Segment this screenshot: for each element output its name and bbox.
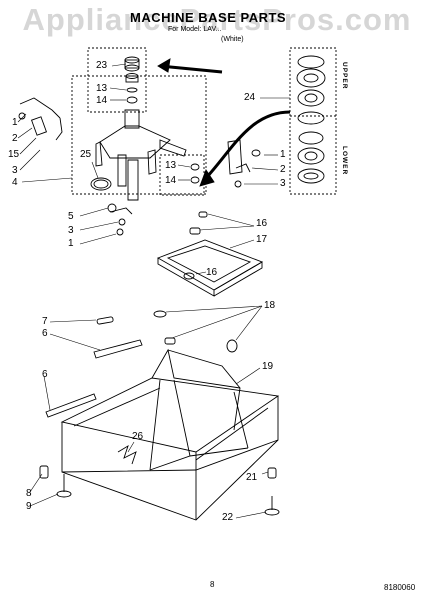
callout-3-lower: 3 [68,225,74,236]
page-number: 8 [210,580,215,589]
callout-15: 15 [8,149,20,160]
callout-6: 6 [42,328,48,339]
callout-19: 19 [262,361,274,372]
callout-3: 3 [12,165,18,176]
callout-22: 22 [222,512,234,523]
callout-26: 26 [132,431,144,442]
part-7-6-pads [45,316,143,418]
watermark: AppliancePartsPros.com [22,2,412,37]
lower-fastener-parts [107,203,133,236]
part-23-caps [124,56,140,83]
callout-17: 17 [256,234,268,245]
callout-6-lower: 6 [42,369,48,380]
callout-8: 8 [26,488,32,499]
upper-label: UPPER [341,62,348,90]
callout-14-lower: 14 [165,175,177,186]
curved-arrow-icon [204,110,291,180]
curved-arrowhead-icon [199,169,215,187]
color-note: (White) [221,36,244,43]
callout-1-lower: 1 [68,238,74,249]
left-clip-parts [18,97,63,141]
callout-14: 14 [96,95,108,106]
lower-label: LOWER [341,146,348,176]
callout-16-lower: 16 [206,267,218,278]
callout-3-right: 3 [280,178,286,189]
callout-4: 4 [12,177,18,188]
diagram-title: MACHINE BASE PARTS [130,10,287,25]
left-leg [39,465,72,498]
callout-18: 18 [264,300,276,311]
callout-1-right: 1 [280,149,286,160]
part-13-14-lower [190,163,200,184]
part-16-clips [183,211,208,280]
arrowhead-icon [157,58,171,73]
part-25-ring [90,177,112,191]
right-bracket-parts [227,139,261,188]
model-subtitle: For Model: LAV... [168,26,222,33]
bearing-set [296,55,326,184]
part-18-pads [153,310,238,353]
callout-2: 2 [12,133,18,144]
callout-13: 13 [96,83,108,94]
callout-7: 7 [42,316,48,327]
pointer-arrow-icon [159,64,223,74]
machine-base-frame [60,348,280,521]
callout-13-lower: 13 [165,160,177,171]
leader-lines [17,63,290,519]
part-26-clip [117,444,137,465]
callout-21: 21 [246,472,258,483]
callout-9: 9 [26,501,32,512]
callout-16: 16 [256,218,268,229]
part-17-bracket [156,239,264,297]
callout-5: 5 [68,211,74,222]
callout-25: 25 [80,149,92,160]
callout-1: 1 [12,117,18,128]
gearcase-spider [95,109,187,201]
callout-2-right: 2 [280,164,286,175]
document-number: 8180060 [384,583,416,592]
right-leg [264,467,280,516]
callout-24: 24 [244,92,256,103]
part-13-14-washers [126,87,138,104]
callout-23: 23 [96,60,108,71]
